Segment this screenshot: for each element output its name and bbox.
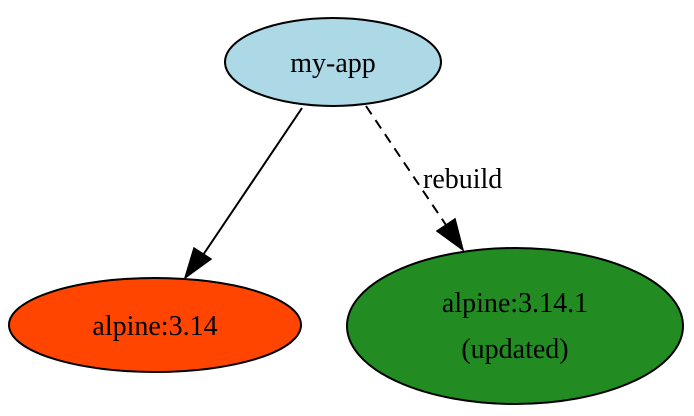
edge-my-app-to-alpine-3-14-1: rebuild [365, 105, 502, 252]
node-shape-alpine-3-14 [8, 277, 302, 373]
node-label-alpine-3-14: alpine:3.14 [92, 311, 217, 342]
arrowhead [435, 217, 465, 252]
node-shape-my-app [224, 17, 442, 107]
node-shape-alpine-3-14-1 [346, 247, 684, 405]
node-label-alpine-3-14-1-line1: alpine:3.14.1 [442, 288, 588, 319]
node-my-app[interactable]: my-app [224, 17, 442, 107]
edge-line-dashed [365, 105, 447, 226]
node-alpine-3-14-1[interactable]: alpine:3.14.1 (updated) [346, 247, 684, 405]
edge-my-app-to-alpine-3-14 [183, 107, 303, 280]
node-label-my-app: my-app [290, 48, 376, 79]
node-alpine-3-14[interactable]: alpine:3.14 [8, 277, 302, 373]
node-label-alpine-3-14-1-line2: (updated) [461, 334, 568, 365]
arrowhead [183, 246, 213, 280]
edge-label-rebuild: rebuild [423, 164, 502, 195]
edge-line-solid [202, 107, 303, 256]
